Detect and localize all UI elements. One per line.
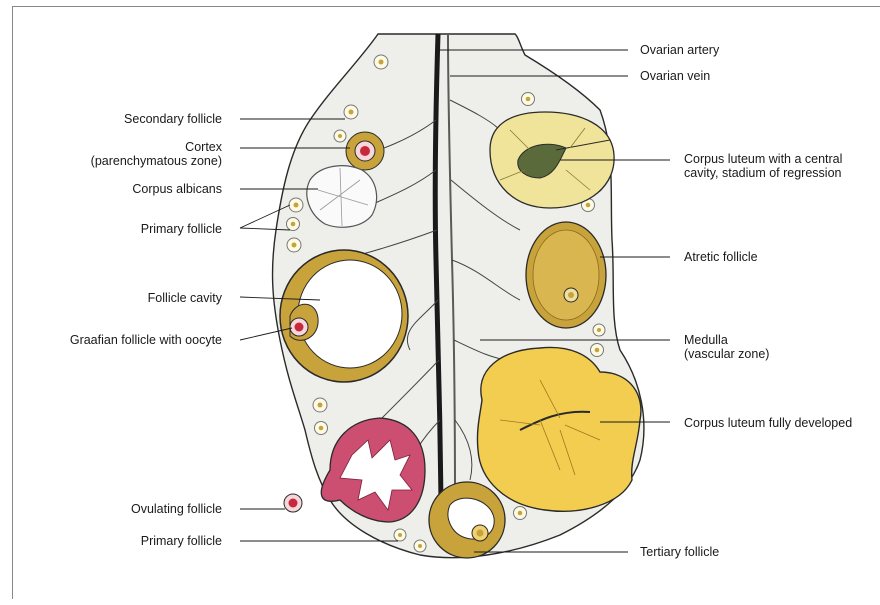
label-corpus-luteum-developed: Corpus luteum fully developed — [684, 416, 852, 430]
label-corpus-luteum-regression-line1: Corpus luteum with a central — [684, 152, 842, 166]
label-ovulating-follicle: Ovulating follicle — [131, 502, 222, 516]
atretic-follicle — [526, 222, 606, 328]
label-corpus-luteum-regression: Corpus luteum with a central cavity, sta… — [684, 152, 842, 180]
label-secondary-follicle: Secondary follicle — [124, 112, 222, 126]
label-ovarian-artery: Ovarian artery — [640, 43, 719, 57]
label-cortex: Cortex (parenchymatous zone) — [91, 140, 222, 168]
corpus-albicans — [307, 166, 377, 228]
label-cortex-line2: (parenchymatous zone) — [91, 154, 222, 168]
label-graafian-follicle: Graafian follicle with oocyte — [70, 333, 222, 347]
label-primary-follicle-top: Primary follicle — [141, 222, 222, 236]
label-medulla-line2: (vascular zone) — [684, 347, 769, 361]
label-corpus-albicans: Corpus albicans — [132, 182, 222, 196]
label-cortex-line1: Cortex — [91, 140, 222, 154]
label-ovarian-vein: Ovarian vein — [640, 69, 710, 83]
label-primary-follicle-bottom: Primary follicle — [141, 534, 222, 548]
graafian-follicle — [280, 250, 408, 382]
label-medulla: Medulla (vascular zone) — [684, 333, 769, 361]
label-corpus-luteum-regression-line2: cavity, stadium of regression — [684, 166, 842, 180]
label-medulla-line1: Medulla — [684, 333, 769, 347]
label-follicle-cavity: Follicle cavity — [148, 291, 222, 305]
label-tertiary-follicle: Tertiary follicle — [640, 545, 719, 559]
label-atretic-follicle: Atretic follicle — [684, 250, 758, 264]
secondary-follicle — [346, 132, 384, 170]
tertiary-follicle — [429, 482, 505, 558]
